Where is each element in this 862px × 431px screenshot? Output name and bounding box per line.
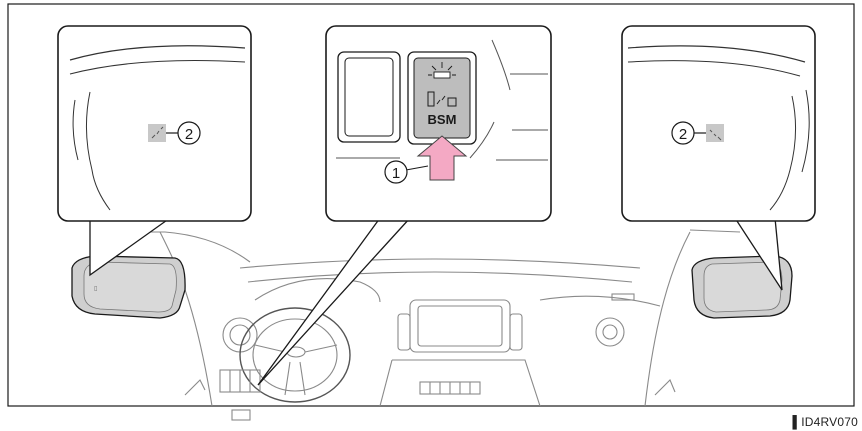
right-mirror-callout: 2 (622, 26, 815, 221)
climate-buttons (430, 382, 470, 394)
steering-wheel-inner (253, 319, 337, 391)
center-vent-left (398, 314, 410, 350)
blank-switch (345, 58, 393, 136)
left-vent (223, 318, 257, 352)
left-side-mirror: ▯ (72, 256, 185, 318)
right-vent (596, 318, 624, 346)
center-display (418, 306, 502, 346)
figure-id-label: ▌ID4RV070 (793, 415, 858, 429)
dashboard-scene (120, 230, 740, 420)
left-mirror-callout: 2 (58, 26, 251, 221)
left-bsm-indicator-icon (148, 124, 166, 142)
steering-spokes (255, 345, 337, 395)
right-door-handle (655, 380, 675, 395)
console-edge-left (380, 360, 392, 406)
left-door-handle (185, 380, 205, 395)
center-switch-callout: BSM 1 (326, 26, 551, 221)
lower-port (232, 410, 250, 420)
left-number-label: 2 (185, 126, 193, 143)
center-display-bezel (410, 300, 510, 352)
right-number-label: 2 (679, 126, 687, 143)
center-vent-right (510, 314, 522, 350)
steering-wheel (240, 308, 350, 402)
right-callout-box (622, 26, 815, 221)
right-door-edge (645, 232, 690, 406)
glovebox-line (540, 296, 660, 306)
right-vent-inner (603, 325, 617, 339)
instrument-hood (255, 279, 380, 302)
left-switches (230, 370, 250, 392)
bsm-indicator-light-icon (434, 72, 450, 78)
right-a-pillar (690, 230, 740, 232)
dash-top-line (240, 259, 640, 268)
bsm-button-label: BSM (428, 112, 457, 127)
right-bsm-indicator-icon (706, 124, 724, 142)
svg-text:▯: ▯ (94, 285, 97, 292)
center-number-label: 1 (392, 165, 400, 182)
center-callout-pointer (258, 218, 410, 385)
left-vent-inner (230, 325, 250, 345)
console-edge (392, 360, 540, 406)
